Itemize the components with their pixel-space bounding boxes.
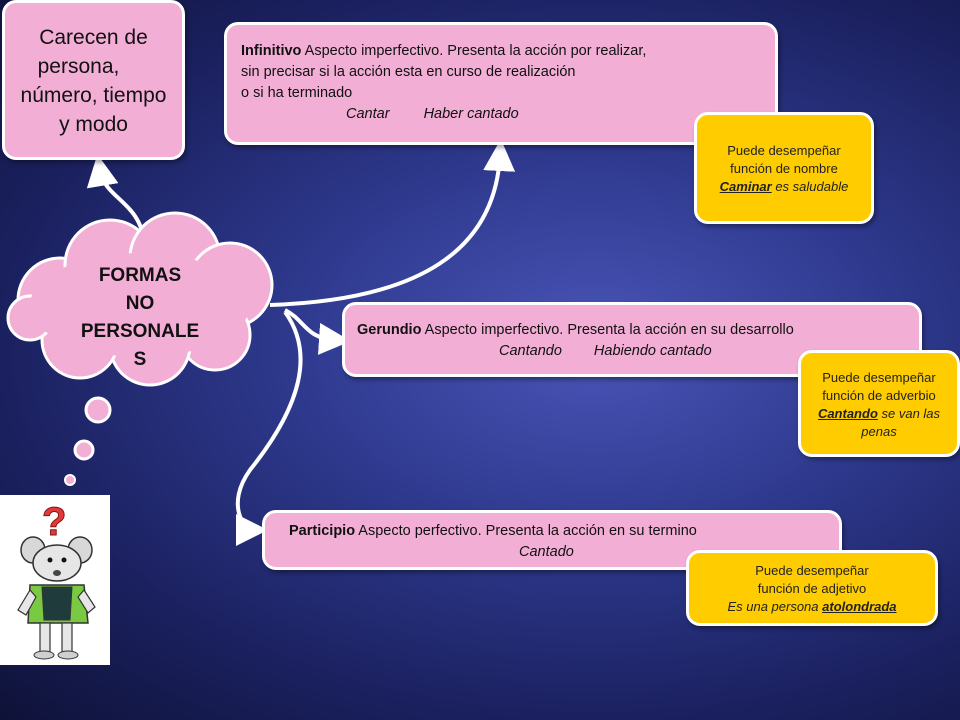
arrow-to-infinitivo [269,139,516,307]
infinitivo-term: Infinitivo [241,43,302,59]
infinitivo-example-2: Haber cantado [423,106,519,122]
arrow-to-participio [235,310,303,546]
thought-bubble-medium [73,439,95,461]
gerundio-box: Gerundio Aspecto imperfectivo. Presenta … [342,302,922,377]
thought-bubble-large [84,396,112,424]
note-participio: Puede desempeñar función de adjetivo Es … [686,550,938,626]
note-infinitivo: Puede desempeñar función de nombre Camin… [694,112,874,224]
infinitivo-box: Infinitivo Aspecto imperfectivo. Present… [224,22,778,145]
participio-example-1: Cantado [519,544,574,560]
center-title: FORMAS NO PERSONALE S [80,265,200,370]
svg-text:?: ? [42,500,66,544]
carecen-box: Carecen de persona, número, tiempo y mod… [2,0,185,160]
gerundio-example-2: Habiendo cantado [593,343,712,359]
infinitivo-example-1: Cantar [346,106,390,122]
note-gerundio: Puede desempeñar función de adverbio Can… [798,350,960,457]
gerundio-term: Gerundio [357,322,422,338]
participio-term: Participio [289,523,356,539]
arrow-to-gerundio [284,308,351,355]
gerundio-example-1: Cantando [499,343,562,359]
thought-bubble-small [64,474,76,486]
thinking-mouse-icon: ? [0,495,110,665]
